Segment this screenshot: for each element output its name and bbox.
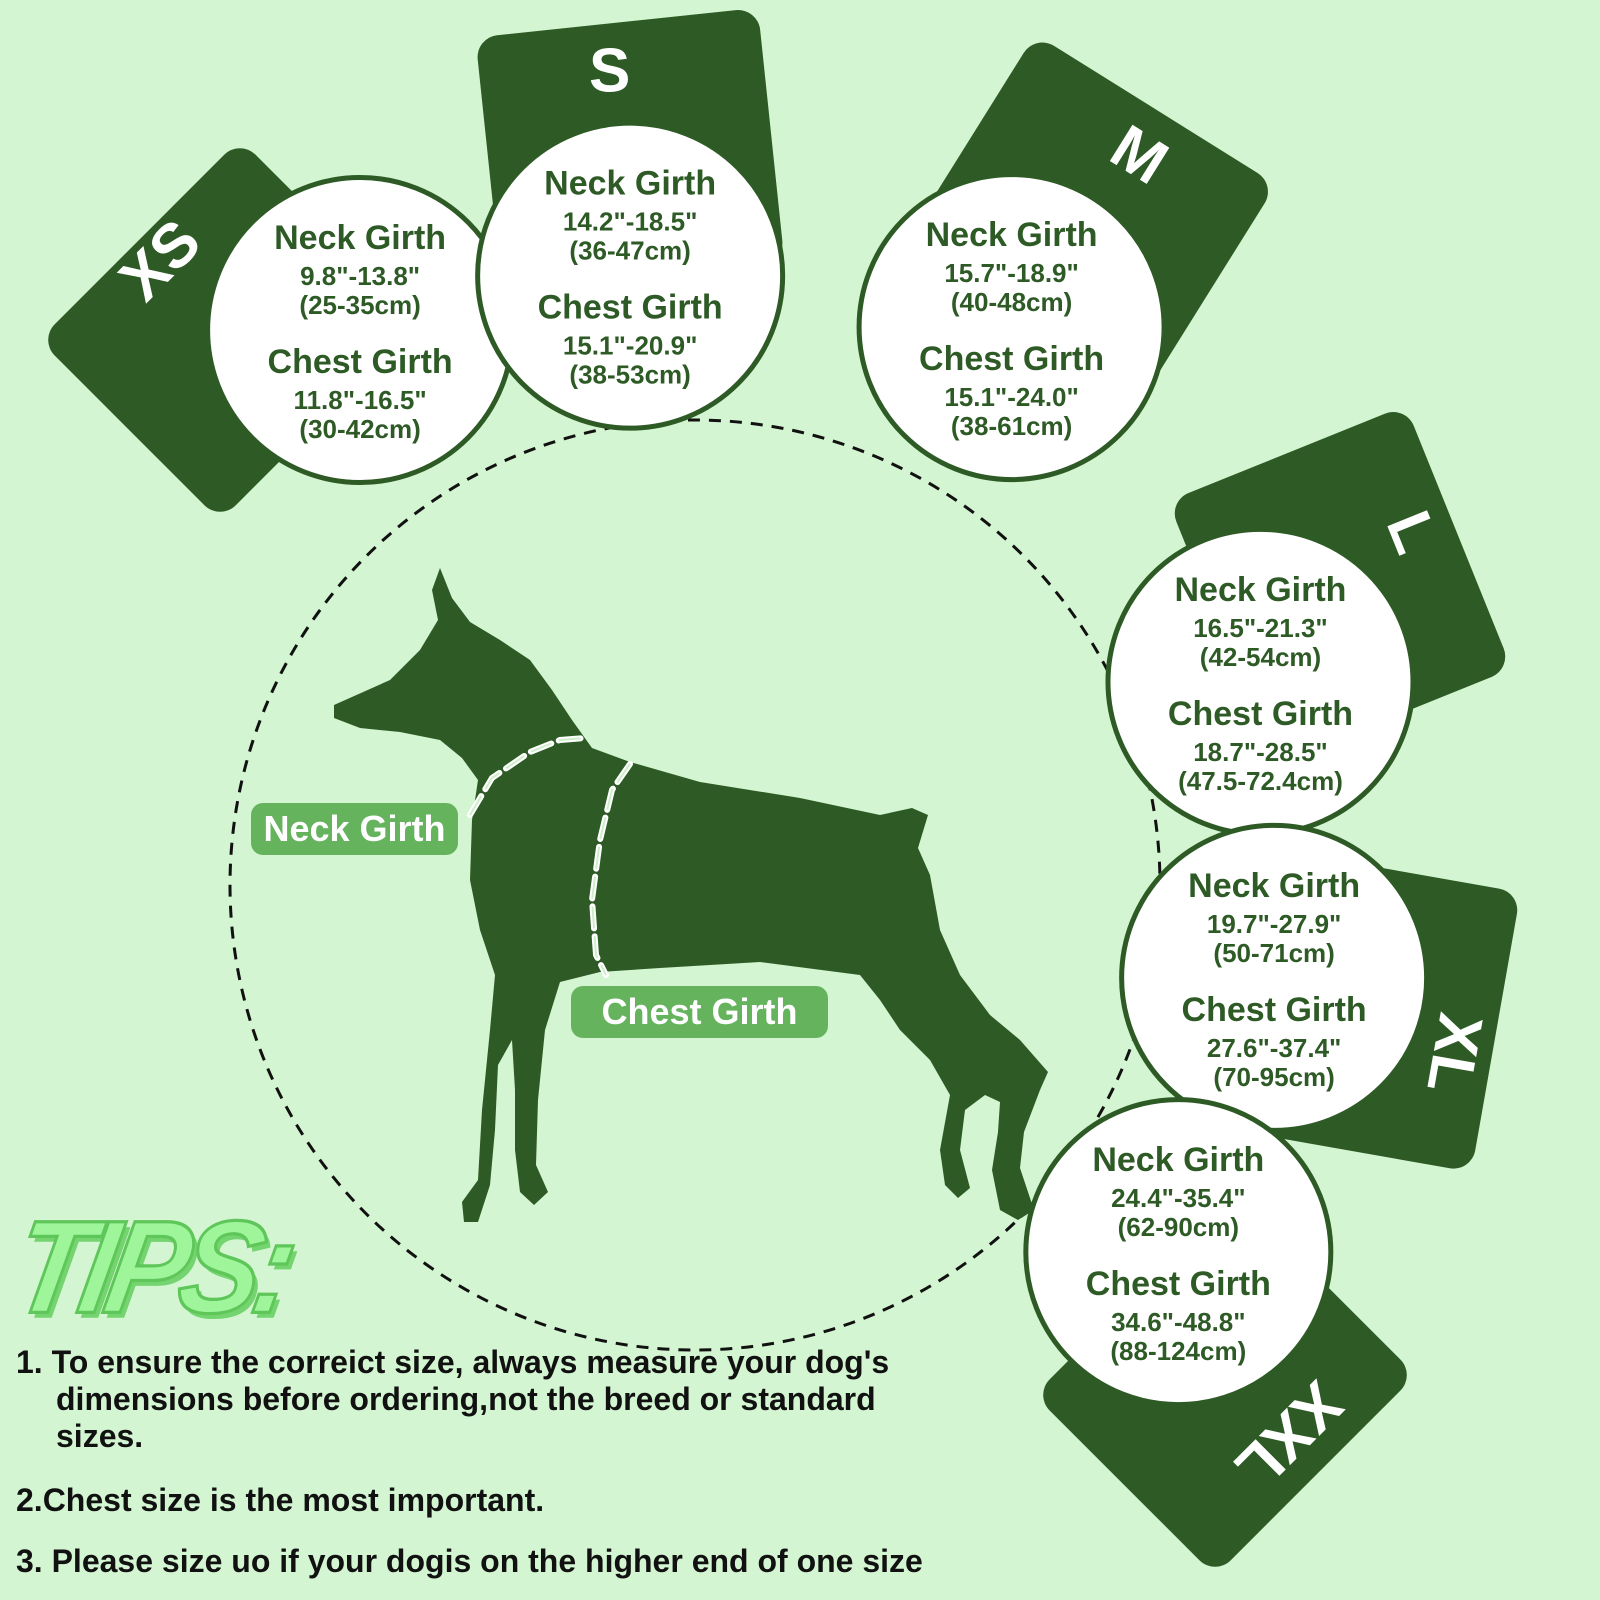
neck-girth-label: Neck Girth xyxy=(251,803,458,855)
dog-silhouette-icon xyxy=(334,568,1048,1222)
chest-girth-heading: Chest Girth xyxy=(267,343,453,381)
chest-girth-cm: (70-95cm) xyxy=(1213,1061,1335,1092)
tip-2: 2.Chest size is the most important. xyxy=(16,1482,545,1518)
chest-girth-heading: Chest Girth xyxy=(1181,990,1367,1029)
chest-girth-inches: 34.6"-48.8" xyxy=(1111,1307,1246,1338)
neck-girth-cm: (25-35cm) xyxy=(299,290,421,320)
chest-girth-label: Chest Girth xyxy=(571,986,828,1038)
neck-girth-heading: Neck Girth xyxy=(925,216,1098,255)
neck-girth-inches: 24.4"-35.4" xyxy=(1111,1183,1246,1214)
size-letter: XL xyxy=(1413,1008,1496,1099)
tip-1-line-2: dimensions before ordering,not the breed… xyxy=(56,1381,876,1417)
neck-girth-inches: 15.7"-18.9" xyxy=(944,258,1079,289)
chest-girth-cm: (38-61cm) xyxy=(950,411,1073,442)
chest-girth-inches: 11.8"-16.5" xyxy=(293,385,427,415)
neck-girth-cm: (62-90cm) xyxy=(1117,1212,1240,1243)
tip-1: 1. To ensure the correict size, always m… xyxy=(16,1344,1016,1455)
neck-girth-inches: 9.8"-13.8" xyxy=(300,261,421,291)
chest-girth-inches: 27.6"-37.4" xyxy=(1206,1032,1342,1063)
chest-girth-cm: (30-42cm) xyxy=(299,414,421,444)
chest-girth-heading: Chest Girth xyxy=(537,288,723,327)
size-letter: S xyxy=(589,36,631,106)
neck-girth-cm: (40-48cm) xyxy=(950,287,1073,318)
tip-3: 3. Please size uo if your dogis on the h… xyxy=(16,1543,923,1579)
neck-girth-cm: (42-54cm) xyxy=(1199,641,1322,672)
chest-girth-cm: (88-124cm) xyxy=(1110,1336,1247,1367)
neck-girth-heading: Neck Girth xyxy=(274,219,447,257)
neck-girth-heading: Neck Girth xyxy=(544,164,717,203)
measurement-circle: Neck Girth 9.8"-13.8" (25-35cm) Chest Gi… xyxy=(205,175,516,485)
tip-1-line-1: 1. To ensure the correict size, always m… xyxy=(16,1344,890,1380)
neck-girth-cm: (36-47cm) xyxy=(569,235,691,266)
measurement-circle: Neck Girth 19.7"-27.9" (50-71cm) Chest G… xyxy=(1119,822,1430,1133)
measurement-circle: Neck Girth 24.4"-35.4" (62-90cm) Chest G… xyxy=(1023,1097,1334,1408)
neck-girth-heading: Neck Girth xyxy=(1092,1141,1265,1180)
chest-girth-heading: Chest Girth xyxy=(919,340,1105,379)
measurement-circle: Neck Girth 16.5"-21.3" (42-54cm) Chest G… xyxy=(1105,526,1416,837)
chest-girth-cm: (47.5-72.4cm) xyxy=(1178,765,1343,796)
chest-girth-cm: (38-53cm) xyxy=(569,359,691,390)
tips-heading: TIPS: xyxy=(1,1192,302,1342)
measurement-circle: Neck Girth 14.2"-18.5" (36-47cm) Chest G… xyxy=(475,120,786,431)
measurement-circle: Neck Girth 15.7"-18.9" (40-48cm) Chest G… xyxy=(856,172,1167,483)
neck-girth-heading: Neck Girth xyxy=(1174,570,1347,609)
chest-girth-inches: 15.1"-20.9" xyxy=(562,330,698,361)
chest-girth-inches: 15.1"-24.0" xyxy=(944,382,1079,413)
neck-girth-heading: Neck Girth xyxy=(1188,866,1361,905)
neck-girth-cm: (50-71cm) xyxy=(1213,937,1335,968)
chest-girth-heading: Chest Girth xyxy=(1085,1265,1271,1304)
chest-girth-inches: 18.7"-28.5" xyxy=(1193,736,1328,767)
tip-1-line-3: sizes. xyxy=(56,1418,144,1454)
chest-girth-heading: Chest Girth xyxy=(1167,694,1354,733)
neck-girth-inches: 16.5"-21.3" xyxy=(1193,612,1328,643)
neck-girth-inches: 19.7"-27.9" xyxy=(1206,908,1342,939)
neck-girth-inches: 14.2"-18.5" xyxy=(562,206,698,237)
